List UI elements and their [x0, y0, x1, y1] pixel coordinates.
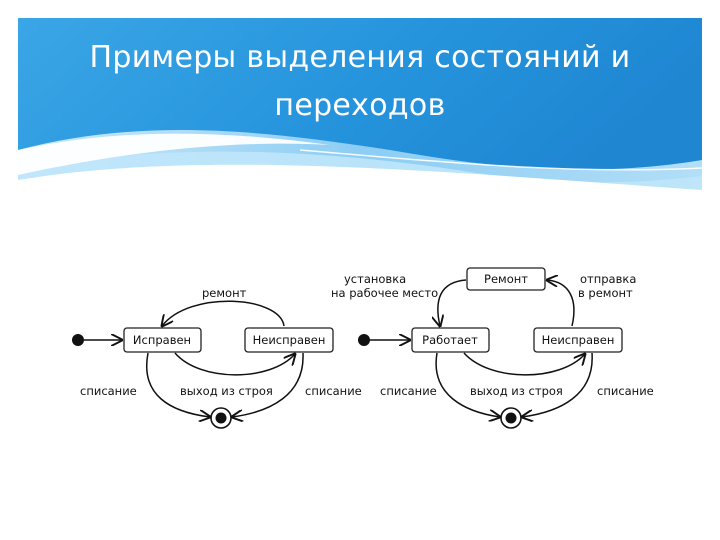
- state-broken-label: Неисправен: [542, 333, 615, 347]
- initial-state-dot: [358, 334, 370, 346]
- label-install-2: на рабочее место: [331, 286, 438, 300]
- label-writeoff-left: списание: [80, 384, 137, 398]
- transition-install: [438, 279, 467, 326]
- label-failure: выход из строя: [180, 384, 273, 398]
- header-wave-line: [299, 149, 703, 171]
- slide-title-line-1: Примеры выделения состояний и: [89, 40, 631, 75]
- state-repair-box: [466, 267, 546, 291]
- state-working-label: Работает: [422, 333, 478, 347]
- label-install-1: установка: [344, 272, 406, 286]
- final-state: [210, 407, 232, 429]
- transition-failure: [174, 353, 295, 376]
- final-state-dot: [215, 412, 227, 424]
- header-wave-white: [18, 133, 330, 175]
- label-send-2: в ремонт: [578, 286, 633, 300]
- state-repair: Ремонт: [466, 267, 546, 291]
- header-background: [18, 18, 703, 198]
- header-wave-bottom: [18, 164, 702, 198]
- slide-title-line-2: переходов: [274, 88, 446, 123]
- state-broken: Неисправен: [244, 327, 334, 353]
- final-state-dot: [505, 412, 517, 424]
- state-broken-label: Неисправен: [253, 333, 326, 347]
- transition-writeoff-right: [522, 352, 593, 417]
- state-repair-label: Ремонт: [484, 272, 528, 286]
- state-broken: Неисправен: [533, 327, 623, 353]
- label-writeoff-right: списание: [305, 384, 362, 398]
- transition-failure: [463, 353, 585, 376]
- transition-writeoff-left: [145, 352, 210, 417]
- final-state: [500, 407, 522, 429]
- transition-repair: [162, 300, 285, 326]
- state-working: Работает: [411, 327, 490, 353]
- transition-writeoff-right: [232, 352, 304, 417]
- transition-writeoff-left: [435, 352, 500, 417]
- state-ok: Исправен: [123, 327, 202, 353]
- slide-title: Примеры выделения состояний и переходов: [20, 34, 700, 130]
- diagram-left: Исправен Неисправен ремонт выход из стро…: [72, 286, 362, 429]
- diagram-right: Ремонт Работает Неисправен установка на …: [331, 267, 654, 429]
- label-repair: ремонт: [202, 286, 247, 300]
- state-ok-label: Исправен: [133, 333, 191, 347]
- state-working-box: [411, 327, 490, 353]
- transition-send-repair: [547, 280, 575, 327]
- label-failure: выход из строя: [470, 384, 563, 398]
- initial-state-dot: [72, 334, 84, 346]
- label-writeoff-right: списание: [597, 384, 654, 398]
- label-send-1: отправка: [580, 272, 636, 286]
- label-writeoff-left: списание: [380, 384, 437, 398]
